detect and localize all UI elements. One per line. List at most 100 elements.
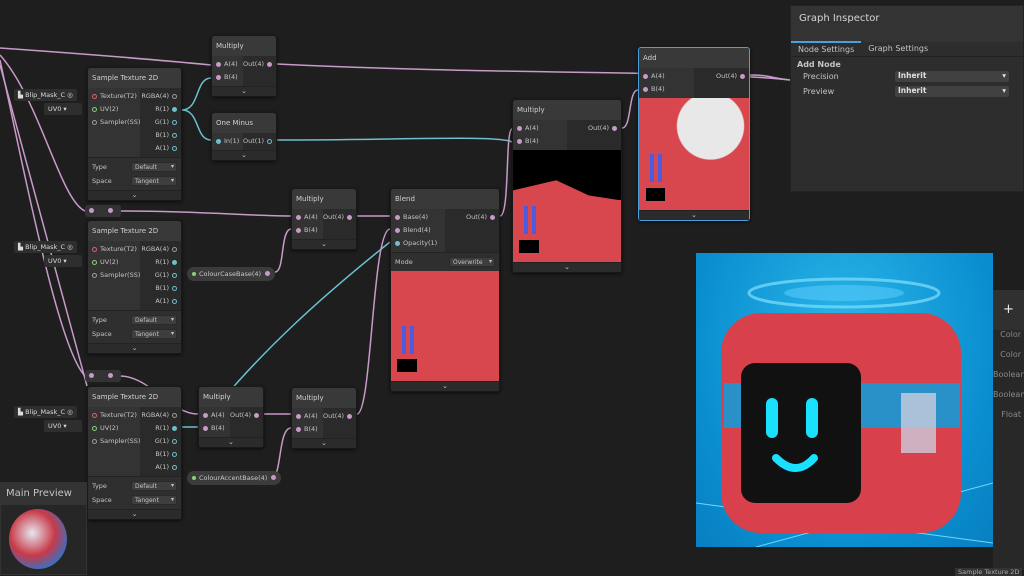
setting-dropdown[interactable]: Default <box>131 315 177 325</box>
wire[interactable] <box>119 210 292 217</box>
port-dot-icon[interactable] <box>172 299 177 304</box>
port-dot-icon[interactable] <box>172 452 177 457</box>
collapse-chevron-icon[interactable]: ⌄ <box>639 210 749 220</box>
port-dot-icon[interactable] <box>172 413 177 418</box>
node-title[interactable]: Blend <box>391 189 499 209</box>
input-port[interactable]: UV(2) <box>88 422 140 435</box>
node-title[interactable]: One Minus <box>212 113 276 133</box>
port-dot-icon[interactable] <box>92 94 97 99</box>
add-property-button[interactable]: + <box>993 290 1024 330</box>
input-port[interactable]: B(4) <box>513 135 567 148</box>
texture-chip[interactable]: ▙ Blip_Mask_C ◎ <box>14 89 77 101</box>
port-dot-icon[interactable] <box>517 139 522 144</box>
input-port[interactable]: In(1) <box>212 135 243 148</box>
collapse-chevron-icon[interactable]: ⌄ <box>292 239 356 249</box>
property-colour-accent-base[interactable]: ColourAccentBase(4) <box>187 471 282 485</box>
collapse-chevron-icon[interactable]: ⌄ <box>292 438 356 448</box>
wire[interactable] <box>621 89 639 129</box>
main-preview[interactable]: Main Preview <box>0 482 87 575</box>
collapse-chevron-icon[interactable]: ⌄ <box>212 86 276 96</box>
collapse-chevron-icon[interactable]: ⌄ <box>88 190 181 200</box>
wire[interactable] <box>276 137 513 143</box>
node-title[interactable]: Sample Texture 2D <box>88 68 181 88</box>
port-dot-icon[interactable] <box>92 426 97 431</box>
port-dot-icon[interactable] <box>740 74 745 79</box>
collapse-chevron-icon[interactable]: ⌄ <box>199 437 263 447</box>
input-port[interactable]: B(4) <box>212 71 243 84</box>
port-dot-icon[interactable] <box>490 215 495 220</box>
input-port[interactable]: UV(2) <box>88 103 140 116</box>
port-dot-icon[interactable] <box>172 107 177 112</box>
port-dot-icon[interactable] <box>612 126 617 131</box>
output-port[interactable]: RGBA(4) <box>140 90 181 103</box>
output-port[interactable]: B(1) <box>140 448 181 461</box>
output-port[interactable]: Out(4) <box>243 58 276 71</box>
input-port[interactable]: B(4) <box>639 83 694 96</box>
blackboard-item[interactable]: Color <box>1000 350 1021 359</box>
wire[interactable] <box>181 77 212 111</box>
uv-chip[interactable]: UV0 ▾ <box>44 420 82 432</box>
input-port[interactable]: Sampler(SS) <box>88 116 140 129</box>
texture-chip[interactable]: ▙ Blip_Mask_C ◎ <box>14 241 77 253</box>
output-port[interactable]: Out(4) <box>230 409 263 422</box>
collapse-chevron-icon[interactable]: ⌄ <box>513 262 621 272</box>
port-dot-icon[interactable] <box>347 414 352 419</box>
blackboard-item[interactable]: Float <box>1001 410 1021 419</box>
input-port[interactable]: A(4) <box>292 410 323 423</box>
output-port[interactable]: Out(4) <box>694 70 749 83</box>
wire[interactable] <box>749 74 791 81</box>
redirect-node[interactable] <box>85 370 121 382</box>
output-port[interactable]: R(1) <box>140 103 181 116</box>
input-port[interactable]: Blend(4) <box>391 224 445 237</box>
wire[interactable] <box>0 64 88 387</box>
port-dot-icon[interactable] <box>172 260 177 265</box>
port-dot-icon[interactable] <box>267 139 272 144</box>
node-title[interactable]: Sample Texture 2D <box>88 387 181 407</box>
wire[interactable] <box>0 47 212 66</box>
blackboard-item[interactable]: Boolean <box>993 390 1024 399</box>
port-dot-icon[interactable] <box>203 426 208 431</box>
output-port[interactable]: G(1) <box>140 435 181 448</box>
port-dot-icon[interactable] <box>296 228 301 233</box>
output-port[interactable]: Out(4) <box>445 211 499 224</box>
output-port[interactable]: Out(4) <box>567 122 621 135</box>
port-dot-icon[interactable] <box>172 94 177 99</box>
preview-dropdown[interactable]: Inherit <box>895 86 1009 97</box>
output-port[interactable]: R(1) <box>140 256 181 269</box>
port-dot-icon[interactable] <box>347 215 352 220</box>
output-port[interactable]: B(1) <box>140 282 181 295</box>
setting-dropdown[interactable]: Tangent <box>131 329 177 339</box>
port-dot-icon[interactable] <box>517 126 522 131</box>
collapse-chevron-icon[interactable]: ⌄ <box>88 509 181 519</box>
input-port[interactable]: A(4) <box>639 70 694 83</box>
wire[interactable] <box>356 228 391 415</box>
port-dot-icon[interactable] <box>296 414 301 419</box>
port-dot-icon[interactable] <box>172 426 177 431</box>
port-dot-icon[interactable] <box>296 215 301 220</box>
port-dot-icon[interactable] <box>172 120 177 125</box>
port-dot-icon[interactable] <box>92 439 97 444</box>
property-colour-case-base[interactable]: ColourCaseBase(4) <box>187 267 276 281</box>
node-title[interactable]: Multiply <box>212 36 276 56</box>
output-port[interactable]: G(1) <box>140 269 181 282</box>
input-port[interactable]: Texture(T2) <box>88 243 140 256</box>
tab-graph-settings[interactable]: Graph Settings <box>868 44 929 53</box>
collapse-chevron-icon[interactable]: ⌄ <box>391 381 499 391</box>
port-dot-icon[interactable] <box>267 62 272 67</box>
output-port[interactable]: G(1) <box>140 116 181 129</box>
output-port[interactable]: Out(4) <box>323 410 356 423</box>
input-port[interactable]: Base(4) <box>391 211 445 224</box>
input-port[interactable]: A(4) <box>292 211 323 224</box>
texture-chip[interactable]: ▙ Blip_Mask_C ◎ <box>14 406 77 418</box>
port-dot-icon[interactable] <box>643 87 648 92</box>
port-dot-icon[interactable] <box>92 107 97 112</box>
port-dot-icon[interactable] <box>92 273 97 278</box>
input-port[interactable]: Sampler(SS) <box>88 435 140 448</box>
3d-model-preview[interactable] <box>696 253 993 547</box>
port-dot-icon[interactable] <box>296 427 301 432</box>
